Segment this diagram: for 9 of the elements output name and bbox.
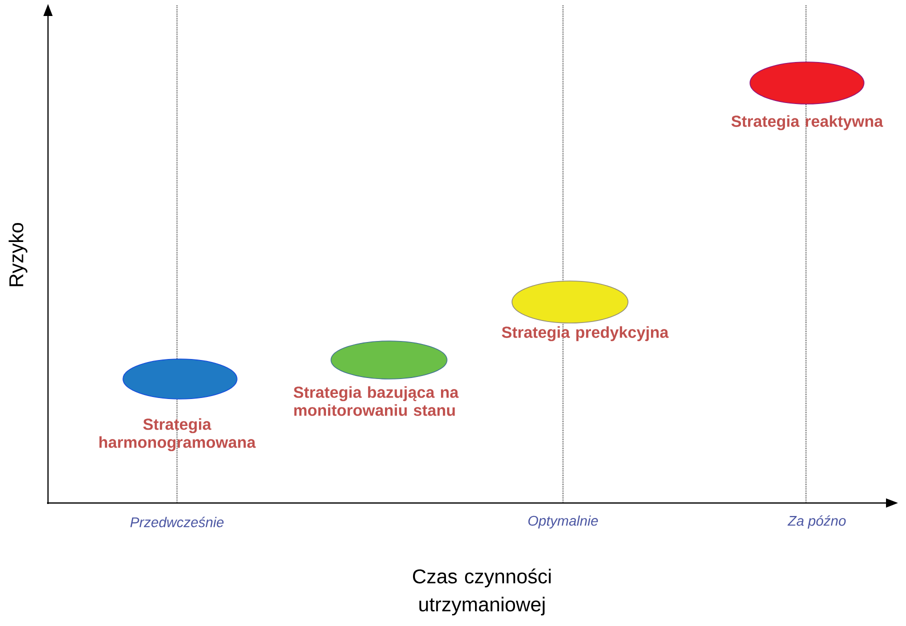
tick-label: Przedwcześnie [130, 516, 224, 528]
strategy-label: Strategia bazująca na monitorowaniu stanu [294, 386, 459, 416]
strategy-label: Strategia reaktywna [731, 115, 884, 130]
tick-label: Za późno [788, 515, 846, 529]
axis-title: Czas czynności utrzymaniowej [413, 568, 551, 616]
tick-label: Optymalnie [528, 515, 598, 528]
strategy-label: Strategia predykcyjna [502, 326, 669, 342]
axis-title: Ryzyko [8, 223, 28, 286]
strategy-label: Strategia harmonogramowana [99, 418, 256, 452]
